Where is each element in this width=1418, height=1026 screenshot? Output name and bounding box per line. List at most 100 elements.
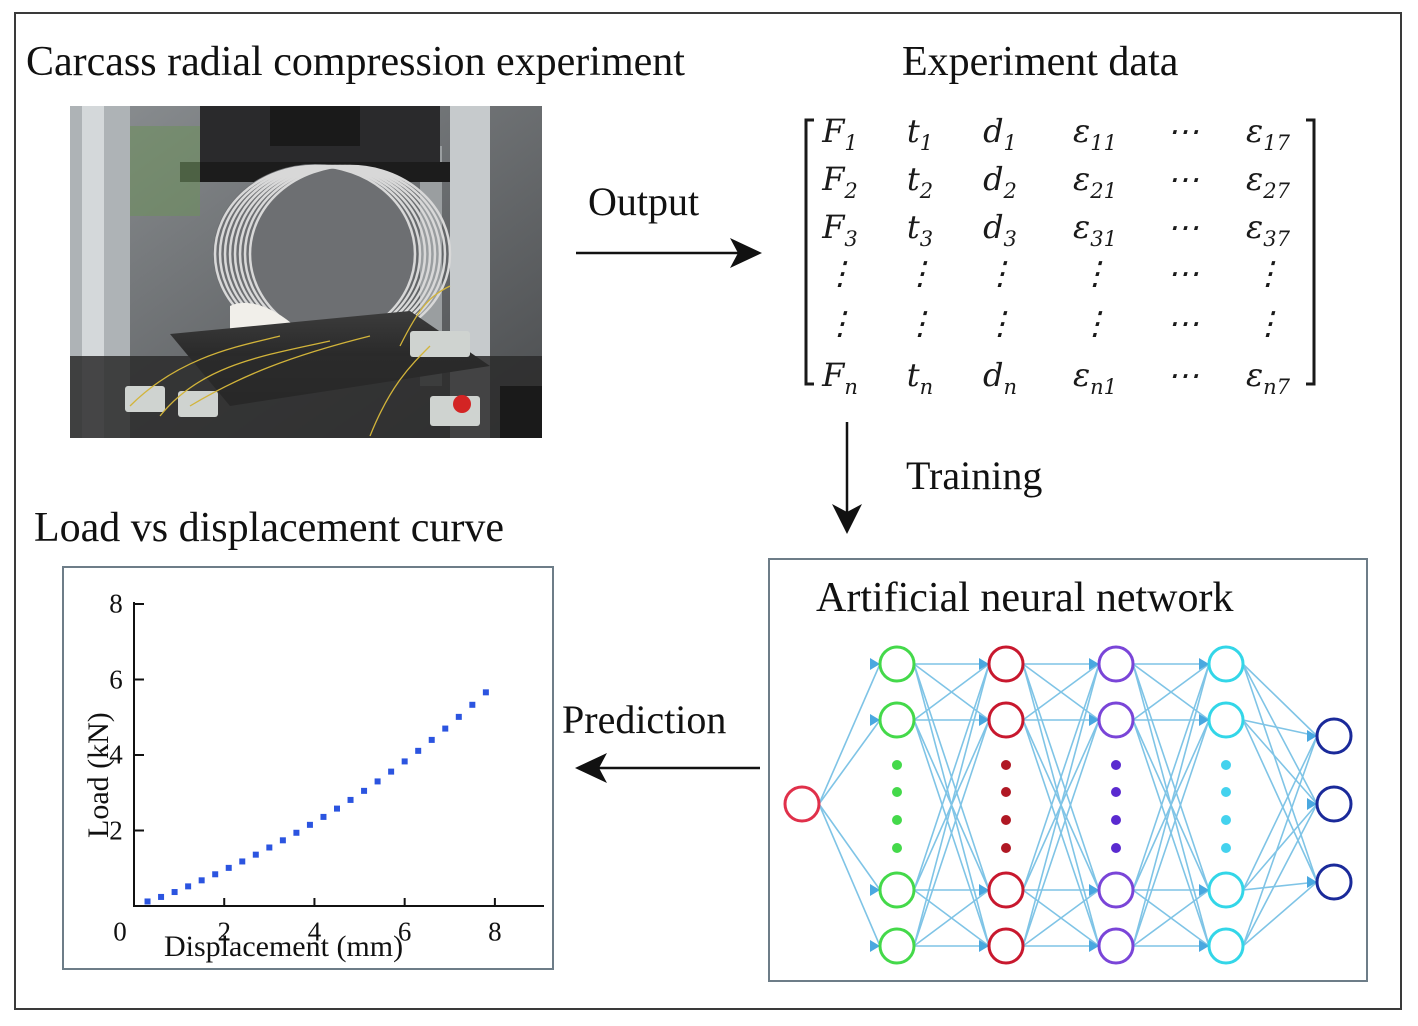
matrix-cell: ⋮ xyxy=(1079,304,1111,342)
matrix-cell: Fn xyxy=(822,356,858,399)
data-point xyxy=(198,877,205,884)
ellipsis-dot xyxy=(1221,760,1231,770)
network-edge xyxy=(1242,663,1318,883)
y-tick-label: 6 xyxy=(109,664,123,694)
matrix-cell: ε27 xyxy=(1246,160,1290,203)
prediction-arrowhead xyxy=(575,753,607,783)
edge-arrowhead xyxy=(1199,940,1209,952)
training-arrowhead xyxy=(832,504,862,534)
network-node xyxy=(1207,871,1245,909)
matrix-cell: t2 xyxy=(906,160,934,203)
data-point xyxy=(347,796,354,803)
data-point xyxy=(442,725,449,732)
matrix-cell: ⋮ xyxy=(824,304,856,342)
curve-title: Load vs displacement curve xyxy=(34,505,504,551)
matrix-cell: εn7 xyxy=(1245,356,1291,399)
network-edge xyxy=(1242,735,1318,947)
network-node xyxy=(987,927,1025,965)
network-edge xyxy=(1022,719,1100,947)
ellipsis-dot xyxy=(1111,843,1121,853)
figure-frame xyxy=(14,12,1402,1010)
network-node xyxy=(1097,927,1135,965)
data-point xyxy=(279,837,286,844)
ellipsis-dot xyxy=(892,760,902,770)
ellipsis-dot xyxy=(1111,760,1121,770)
network-edge xyxy=(913,719,990,947)
data-point xyxy=(334,805,340,812)
edge-arrowhead xyxy=(1089,714,1099,726)
data-point xyxy=(293,829,300,836)
x-tick-label: 4 xyxy=(307,916,322,947)
training-label: Training xyxy=(906,453,1043,498)
data-point xyxy=(252,851,259,858)
matrix-cell: ⋮ xyxy=(1079,254,1111,292)
y-axis-label: Load (kN) xyxy=(82,712,115,838)
edge-arrowhead xyxy=(1199,884,1209,896)
matrix-cell: ⋯ xyxy=(1167,112,1199,150)
data-point xyxy=(374,778,381,785)
network-node xyxy=(1315,717,1353,755)
network-node xyxy=(987,871,1025,909)
edge-arrowhead xyxy=(870,658,880,670)
edge-arrowhead xyxy=(1199,714,1209,726)
network-edge xyxy=(1132,663,1210,947)
network-node xyxy=(1097,701,1135,739)
load-displacement-chart xyxy=(133,602,544,907)
data-title: Experiment data xyxy=(902,39,1179,85)
ann-title: Artificial neural network xyxy=(816,575,1234,621)
network-edge xyxy=(1242,719,1318,883)
edge-arrowhead xyxy=(870,714,880,726)
network-node xyxy=(1097,645,1135,683)
data-point xyxy=(306,821,313,828)
matrix-cell: d3 xyxy=(983,208,1017,251)
edge-arrowhead xyxy=(870,940,880,952)
matrix-cell: F2 xyxy=(822,160,858,203)
matrix-cell: ⋮ xyxy=(984,304,1016,342)
network-node xyxy=(878,645,916,683)
matrix-cell: F3 xyxy=(822,208,858,251)
matrix-cell: ⋮ xyxy=(1252,254,1284,292)
ellipsis-dot xyxy=(892,815,902,825)
data-point xyxy=(266,844,273,851)
edge-arrowhead xyxy=(979,658,989,670)
data-point xyxy=(401,758,408,765)
ellipsis-dot xyxy=(1111,815,1121,825)
network-node xyxy=(878,701,916,739)
network-edge xyxy=(818,663,881,805)
network-edge xyxy=(818,719,881,805)
network-edge xyxy=(913,663,990,947)
output-arrowhead xyxy=(730,238,762,268)
x-tick-label: 0 xyxy=(113,916,127,947)
edge-arrowhead xyxy=(1089,884,1099,896)
matrix-cell: ⋯ xyxy=(1167,304,1199,342)
matrix-cell: ⋯ xyxy=(1167,160,1199,198)
network-node xyxy=(1097,871,1135,909)
edge-arrowhead xyxy=(1307,798,1317,810)
network-edge xyxy=(1242,719,1318,805)
data-point xyxy=(415,747,422,754)
network-node xyxy=(987,701,1025,739)
network-node xyxy=(1315,785,1353,823)
edge-arrowhead xyxy=(1089,658,1099,670)
network-node xyxy=(1207,927,1245,965)
edge-arrowhead xyxy=(1089,940,1099,952)
matrix-cell: ⋮ xyxy=(904,304,936,342)
matrix-cell: ε11 xyxy=(1073,112,1117,155)
x-tick-label: 2 xyxy=(217,916,231,947)
x-tick-label: 8 xyxy=(488,916,502,947)
ann-panel: Artificial neural network xyxy=(768,558,1368,982)
network-edge xyxy=(1242,735,1318,891)
edge-arrowhead xyxy=(979,714,989,726)
matrix-cell: ⋮ xyxy=(904,254,936,292)
data-point xyxy=(225,864,232,871)
network-node xyxy=(783,785,821,823)
network-edge xyxy=(913,663,990,721)
data-point xyxy=(428,736,435,743)
matrix-cell: ε37 xyxy=(1246,208,1290,251)
edge-arrowhead xyxy=(979,884,989,896)
matrix-cell: d2 xyxy=(983,160,1017,203)
data-point xyxy=(482,689,489,696)
network-edge xyxy=(1022,889,1100,947)
edge-arrowhead xyxy=(1307,876,1317,888)
matrix-cell: ⋮ xyxy=(1252,304,1284,342)
